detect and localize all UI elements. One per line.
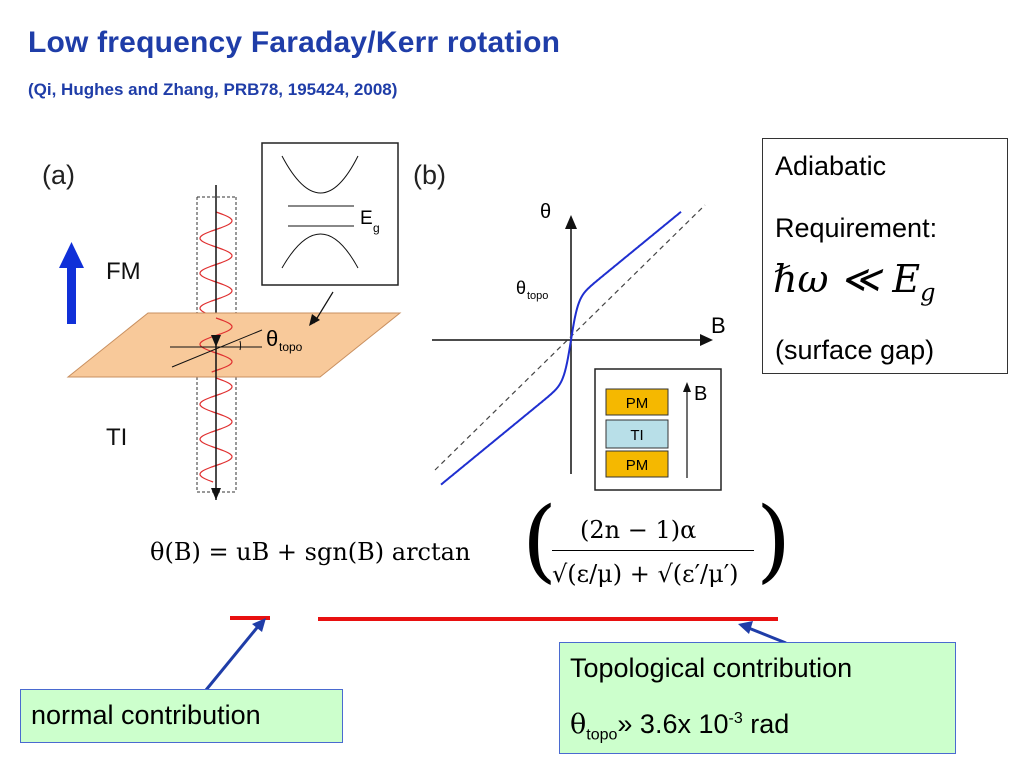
topo-value: θtopo» 3.6x 10-3 rad — [570, 709, 790, 744]
gap-inset: E g — [261, 142, 399, 286]
b-axis-label: B — [711, 313, 726, 338]
formula-numerator: (2n − 1)α — [580, 516, 697, 544]
panel-b-label: (b) — [413, 160, 446, 190]
panel-a-label: (a) — [42, 160, 75, 190]
theta-axis-label: θ — [540, 201, 551, 223]
formula-lhs: θ(B) = uB + sgn(B) arctan — [150, 538, 471, 566]
stack-pm-bottom: PM — [626, 457, 649, 474]
formula-left-paren: ( — [522, 488, 558, 593]
formula-denominator: √(ε/μ) + √(ε′/μ′) — [552, 560, 739, 588]
formula-right-paren: ) — [756, 488, 792, 593]
theta-topo-label-a: θ — [266, 326, 278, 351]
adiabatic-line1: Adiabatic — [775, 151, 887, 181]
topological-contribution-label: Topological contribution — [570, 653, 853, 683]
adiabatic-line3: (surface gap) — [775, 335, 935, 365]
topological-contribution-box: Topological contribution θtopo» 3.6x 10-… — [559, 642, 956, 754]
fm-arrow-icon — [59, 242, 84, 324]
theta-topo-label-b: θ — [516, 278, 526, 298]
stack-ti: TI — [630, 427, 643, 444]
ti-plate — [66, 312, 402, 378]
adiabatic-line2: Requirement: — [775, 213, 938, 243]
stack-inset: PM TI PM B — [594, 368, 722, 491]
normal-contribution-box: normal contribution — [20, 689, 343, 743]
adiabatic-box: Adiabatic Requirement: ℏω ≪ Eg (surface … — [762, 138, 1008, 374]
adiabatic-equation: ℏω ≪ Eg — [773, 257, 936, 307]
normal-contribution-label: normal contribution — [31, 700, 261, 730]
slide-title: Low frequency Faraday/Kerr rotation — [28, 26, 561, 59]
formula-fraction-bar — [552, 550, 754, 551]
ti-label: TI — [106, 424, 128, 451]
fm-label: FM — [106, 258, 141, 285]
slide-citation: (Qi, Hughes and Zhang, PRB78, 195424, 20… — [28, 80, 398, 99]
theta-topo-sub-b: topo — [527, 290, 548, 302]
stack-b-label: B — [694, 383, 707, 405]
stack-pm-top: PM — [626, 395, 649, 412]
eg-sub: g — [373, 221, 380, 235]
eg-label: E — [360, 208, 373, 229]
theta-topo-sub-a: topo — [279, 340, 303, 354]
rotation-curve — [440, 211, 682, 486]
